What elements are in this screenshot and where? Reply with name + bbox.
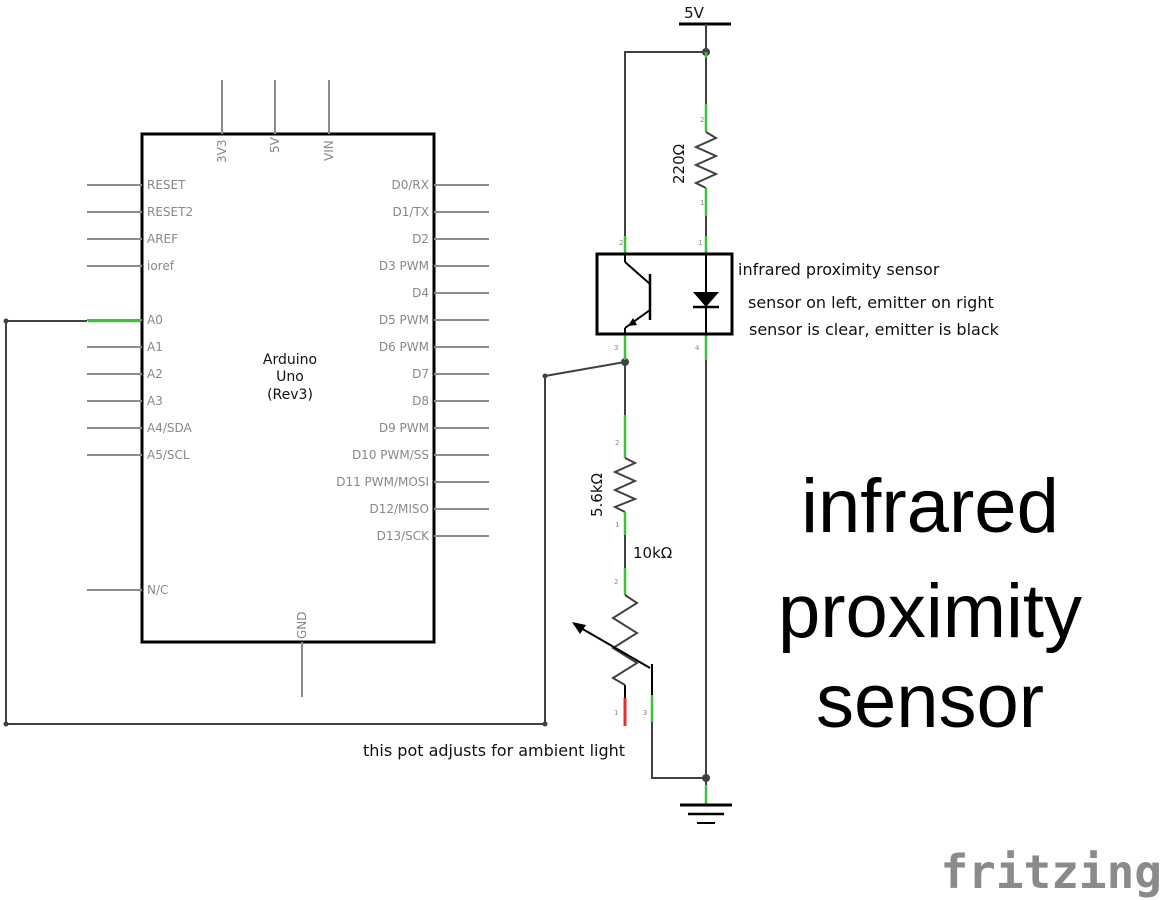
pot-pin-top: 2: [614, 578, 618, 586]
pot-note: this pot adjusts for ambient light: [363, 741, 625, 760]
pin-label-gnd: GND: [295, 611, 309, 639]
pin-label-d12: D12/MISO: [369, 502, 429, 516]
pin-label-d0: D0/RX: [392, 178, 429, 192]
transistor-arrow: [628, 318, 637, 326]
bend-point: [542, 721, 548, 727]
pin-label-d7: D7: [412, 367, 429, 381]
pot-pin-left: 1: [614, 709, 618, 717]
title-line-2: proximity: [778, 569, 1082, 654]
wire-a0-to-sensor[interactable]: [5, 320, 626, 725]
pin-label-a2: A2: [147, 367, 163, 381]
pin-label-d9: D9 PWM: [379, 421, 429, 435]
r1-pin-bottom: 1: [700, 199, 704, 207]
bend-point: [542, 373, 548, 379]
resistor-5k6[interactable]: 2 1 5.6kΩ: [588, 415, 638, 535]
r1-zigzag: [693, 131, 719, 189]
wire-vcc-to-transistor[interactable]: [624, 51, 706, 236]
sensor-body: [595, 252, 734, 336]
arduino-body: [140, 132, 436, 644]
wires: [3, 22, 731, 805]
pin-label-a1: A1: [147, 340, 163, 354]
r2-value: 5.6kΩ: [588, 473, 606, 517]
junction-sensor-out: [621, 358, 629, 366]
pin-label-a5: A5/SCL: [147, 448, 190, 462]
transistor-collector: [624, 261, 651, 285]
sensor-pin-3: 3: [614, 344, 618, 352]
pot-value: 10kΩ: [633, 544, 672, 562]
arduino-uno[interactable]: Arduino Uno (Rev3) 3V3 5V VIN GND RESET …: [87, 80, 489, 697]
pin-label-d5: D5 PWM: [379, 313, 429, 327]
pin-label-d13: D13/SCK: [377, 529, 431, 543]
pin-label-ioref: ioref: [147, 259, 175, 273]
arduino-name-line2: Uno: [276, 369, 304, 385]
r2-pin-top: 2: [615, 439, 619, 447]
sensor-pin-1: 1: [698, 239, 702, 247]
pin-label-reset: RESET: [147, 178, 186, 192]
r1-value: 220Ω: [670, 144, 688, 184]
pot-wiper-line: [573, 623, 651, 669]
pin-label-a4: A4/SDA: [147, 421, 193, 435]
pin-label-d1: D1/TX: [393, 205, 429, 219]
pin-label-d2: D2: [412, 232, 429, 246]
pot-pin-right: 3: [643, 709, 647, 717]
pin-label-nc: N/C: [147, 583, 168, 597]
arduino-name-line1: Arduino: [263, 352, 317, 368]
title-line-3: sensor: [816, 659, 1044, 744]
title-line-1: infrared: [801, 464, 1059, 549]
right-pins: D0/RX D1/TX D2 D3 PWM D4 D5 PWM D6 PWM D…: [336, 178, 489, 543]
junction-ground: [702, 774, 710, 782]
diode-triangle: [693, 292, 719, 307]
pin-label-aref: AREF: [147, 232, 178, 246]
bend-point: [3, 318, 9, 324]
r2-pin-bottom: 1: [615, 521, 619, 529]
pin-label-vin: VIN: [322, 140, 336, 161]
pin-label-3v3: 3V3: [215, 140, 229, 163]
pin-label-d6: D6 PWM: [379, 340, 429, 354]
power-label: 5V: [684, 4, 705, 22]
r1-pin-top: 2: [700, 116, 704, 124]
pin-label-d3: D3 PWM: [379, 259, 429, 273]
pin-label-d10: D10 PWM/SS: [352, 448, 429, 462]
bend-point: [3, 721, 9, 727]
ground-symbol: [680, 785, 732, 824]
pin-label-d4: D4: [412, 286, 429, 300]
sensor-note-1: sensor on left, emitter on right: [748, 293, 994, 312]
pin-label-a0: A0: [147, 313, 163, 327]
potentiometer-10k[interactable]: 10kΩ 2 1 3: [572, 544, 672, 726]
resistor-220[interactable]: 2 1 220Ω: [670, 52, 719, 236]
sensor-note-2: sensor is clear, emitter is black: [749, 320, 1000, 339]
pin-label-d8: D8: [412, 394, 429, 408]
pot-zigzag: [611, 594, 639, 686]
pot-wiper-arrow: [572, 622, 586, 634]
sensor-title: infrared proximity sensor: [738, 260, 940, 279]
arduino-name-line3: (Rev3): [267, 387, 313, 403]
pin-label-reset2: RESET2: [147, 205, 193, 219]
wire-pot-to-ground[interactable]: [651, 695, 706, 779]
sensor-pin-4: 4: [695, 344, 700, 352]
r2-zigzag: [612, 457, 638, 513]
pin-label-a3: A3: [147, 394, 163, 408]
ir-proximity-sensor[interactable]: 2 1 3 4 infrared proximity sensor: [595, 236, 940, 360]
sensor-pin-2: 2: [619, 239, 623, 247]
pin-label-5v: 5V: [268, 136, 282, 153]
fritzing-logo: fritzing: [940, 845, 1162, 899]
pin-label-d11: D11 PWM/MOSI: [336, 475, 429, 489]
